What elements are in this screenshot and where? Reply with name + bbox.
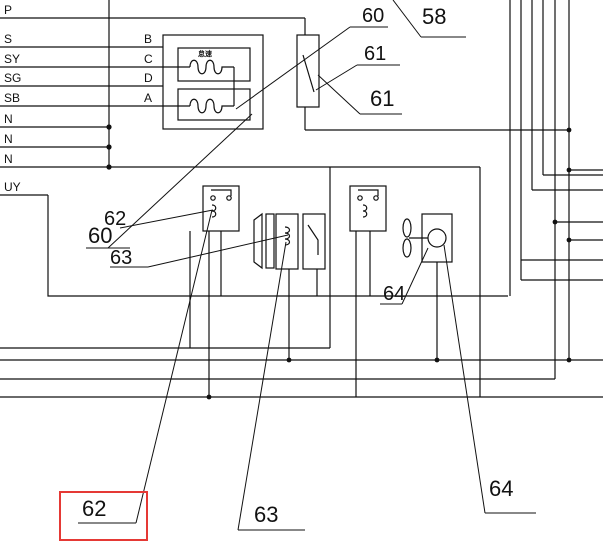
coil-label: 怠速: [198, 49, 212, 58]
relay-62-pin: [226, 195, 232, 201]
junction-dot: [106, 124, 112, 130]
rail-uy-route: [47, 195, 508, 297]
callout-leaders: [78, 0, 536, 531]
coil-lower-icon: [189, 98, 234, 114]
junction-dot: [106, 164, 112, 170]
horn-relay-box: [275, 213, 299, 270]
leader-64-big: [443, 244, 486, 514]
leader-64-small: [401, 247, 429, 305]
rail-label-s: S: [4, 32, 12, 46]
rail-label-sb: SB: [4, 91, 20, 105]
idle-solenoid-block: 怠速 B C D A: [144, 32, 264, 130]
leader-62-big: [135, 209, 213, 524]
leader-63-small: [147, 234, 289, 268]
relay-right-coil: [362, 204, 368, 218]
relay-62-pin: [210, 195, 216, 201]
relay-62-contact: [211, 189, 232, 196]
coil-upper-icon: [189, 59, 234, 75]
switch-blade: [302, 54, 315, 93]
pin-d: D: [144, 71, 153, 85]
callout-63-small: 63: [110, 247, 132, 269]
horn-body: [265, 213, 275, 269]
fan-motor-64: [402, 213, 453, 363]
relay-right-pin: [357, 195, 363, 201]
relay-62-coil: [211, 204, 217, 218]
motor-icon: [427, 228, 447, 248]
callout-60-top: 60: [362, 5, 384, 27]
junction-dot: [106, 144, 112, 150]
junction-dot: [434, 357, 440, 363]
pin-b: B: [144, 32, 152, 46]
callout-60-left: 60: [88, 223, 112, 248]
leader-63-big: [237, 241, 287, 531]
junction-dot: [566, 237, 572, 243]
switch-61: [296, 18, 320, 130]
rail-label-sy: SY: [4, 52, 20, 66]
junction-dot: [566, 357, 572, 363]
leader-62-small: [119, 209, 214, 229]
rail-label-p: P: [4, 3, 12, 17]
rail-label-n2: N: [4, 132, 13, 146]
fan-icon: [402, 218, 412, 238]
relay-right-box: [349, 185, 387, 232]
callout-62-small: 62: [104, 208, 126, 230]
callout-numbers: 58 60 61 61 60 62 63 64 62 63 64: [82, 4, 513, 527]
highlight-box: [59, 491, 148, 541]
switch-housing: [296, 34, 320, 108]
leader-61a: [315, 64, 358, 91]
callout-61-b: 61: [370, 86, 394, 111]
bus-rails: [0, 17, 603, 398]
rail-label-uy: UY: [4, 180, 21, 194]
junction-dot: [552, 219, 558, 225]
horn-icon: [253, 212, 263, 270]
horn-switch-box: [302, 213, 326, 270]
junction-dot: [566, 167, 572, 173]
relay-right-contact: [358, 189, 379, 196]
rail-label-sg: SG: [4, 71, 21, 85]
junction-dot: [286, 357, 292, 363]
relay-right: [349, 185, 387, 397]
solenoid-housing: [162, 34, 264, 130]
relay-62: [189, 185, 240, 400]
leader-60-left: [107, 113, 253, 249]
solenoid-lower: [177, 88, 251, 121]
right-harness: [305, 0, 603, 397]
callout-58: 58: [422, 4, 446, 29]
junction-dot: [566, 127, 572, 133]
horn-switch-contact: [307, 224, 319, 255]
pin-c: C: [144, 52, 153, 66]
fan-icon: [402, 238, 412, 258]
leader-58: [392, 0, 422, 38]
rail-label-n3: N: [4, 152, 13, 166]
solenoid-upper: [177, 47, 251, 82]
ground-bus: [106, 0, 112, 170]
callout-64-big: 64: [489, 476, 513, 501]
callout-62-big: 62: [82, 496, 106, 521]
leader-60-top: [235, 26, 351, 110]
rail-label-n1: N: [4, 112, 13, 126]
relay-right-pin: [373, 195, 379, 201]
leader-61b: [317, 74, 361, 115]
callout-64-small: 64: [383, 283, 405, 305]
junction-dot: [206, 394, 212, 400]
callout-63-big: 63: [254, 502, 278, 527]
horn-coil: [284, 226, 291, 246]
pin-a: A: [144, 91, 152, 105]
horn-63: [253, 167, 331, 363]
callout-61-a: 61: [364, 43, 386, 65]
rail-labels: P S SY SG SB N N N UY: [4, 3, 21, 194]
